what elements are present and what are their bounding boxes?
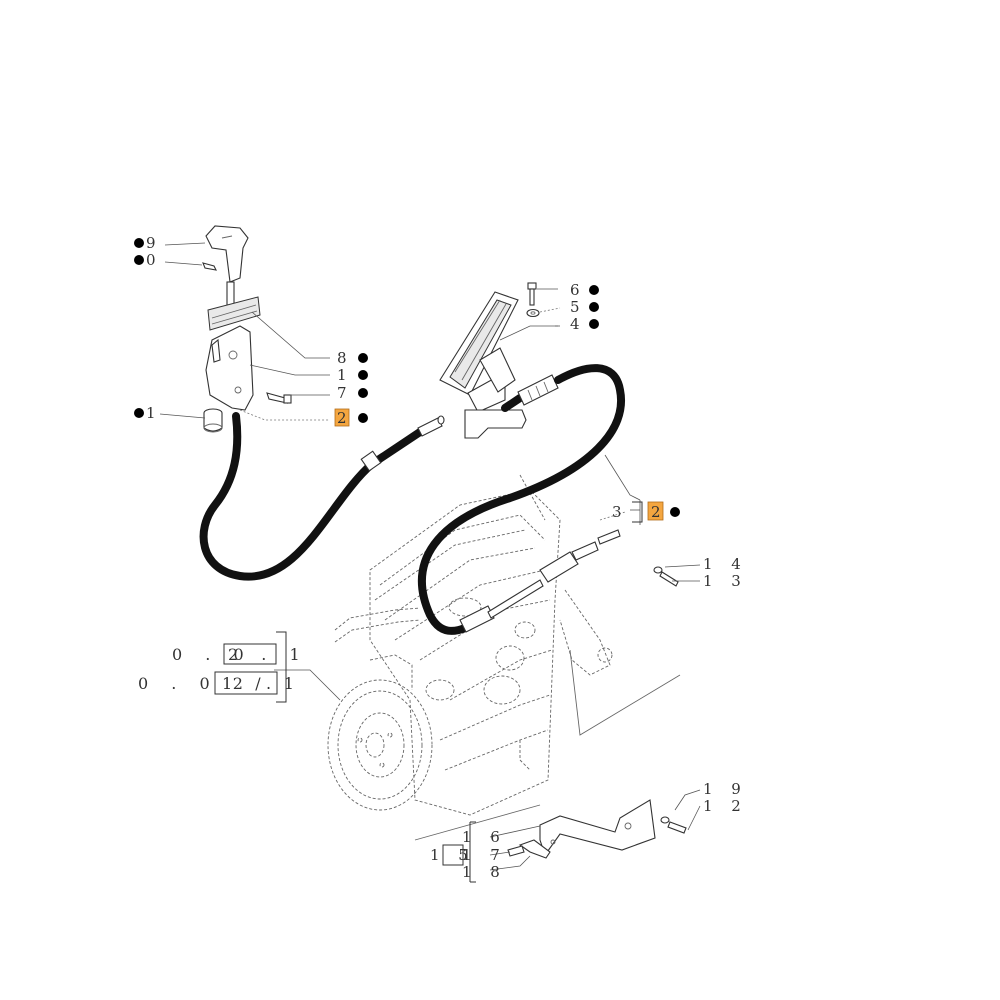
callout-7: 7 (337, 384, 354, 402)
callout-2a: 2 (337, 409, 354, 427)
callout-1a: 1 (337, 366, 354, 384)
bullets (134, 238, 680, 517)
callout-5: 5 (570, 298, 587, 316)
bolt-and-washer (653, 566, 679, 587)
reference-boxes (214, 501, 643, 883)
accelerator-pedal (439, 282, 540, 439)
ref-prefix-2: 0 . 0 2 . (138, 674, 280, 693)
callout-18: 1 8 (462, 863, 507, 881)
callout-4: 4 (570, 315, 587, 333)
callout-3: 3 (612, 503, 629, 521)
callout-12: 1 2 (703, 797, 748, 815)
callout-9: 9 (146, 234, 163, 252)
callout-6: 6 (570, 281, 587, 299)
callout-15: 1 5 (430, 846, 475, 864)
highlight-marker (647, 501, 664, 521)
callout-13: 1 3 (703, 572, 748, 590)
callout-16: 1 6 (462, 828, 507, 846)
callout-14: 1 4 (703, 555, 748, 573)
highlight-marker (334, 408, 350, 427)
callout-2b: 2 (651, 503, 668, 521)
callout-8: 8 (337, 349, 354, 367)
ref-box-2: 1 / 1 (222, 674, 303, 693)
callout-19: 1 9 (703, 780, 748, 798)
ref-box-1: 2 . 1 (228, 645, 309, 664)
callout-labels: 9 0 8 1 7 2 1 6 5 4 3 2 1 4 1 3 0 . 0 2 … (138, 234, 748, 881)
support-bracket (507, 799, 687, 859)
hand-throttle-lever (202, 225, 292, 433)
ref-prefix-1: 0 . 0 (172, 645, 253, 664)
callout-10: 0 (146, 251, 163, 269)
callout-17: 1 7 (462, 846, 507, 864)
callout-1b: 1 (146, 404, 163, 422)
leader-lines (159, 242, 701, 871)
throttle-cables (199, 364, 626, 635)
engine-block (327, 474, 681, 841)
